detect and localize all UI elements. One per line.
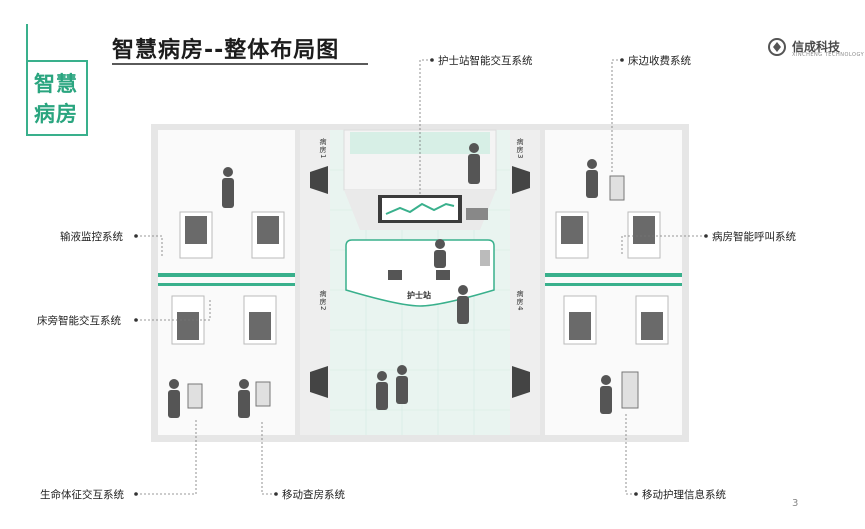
- label-ward-call: 病房智能呼叫系统: [712, 231, 796, 243]
- leader-lines: [136, 59, 706, 495]
- label-mobile-rounds: 移动查房系统: [282, 489, 345, 501]
- station-counter: [345, 239, 495, 307]
- company-logo-name: 信成科技: [792, 40, 841, 54]
- label-vital-signs: 生命体征交互系统: [40, 489, 124, 501]
- room-tag-1: 病房1: [319, 138, 327, 160]
- tag-connector: [26, 24, 28, 60]
- title-underline: [112, 63, 368, 65]
- keyboard: [466, 208, 488, 220]
- people: [168, 143, 612, 418]
- room-tag-2: 病房2: [319, 290, 327, 312]
- label-infusion-monitoring: 输液监控系统: [60, 231, 123, 243]
- company-logo-sub: XINCHENG TECHNOLOGY: [792, 52, 865, 58]
- label-bedside-billing: 床边收费系统: [628, 55, 691, 67]
- page-number: 3: [792, 498, 799, 509]
- label-bedside-interaction: 床旁智能交互系统: [37, 315, 121, 327]
- left-rail: [158, 273, 295, 277]
- right-rail: [545, 273, 682, 277]
- carts: [187, 175, 639, 409]
- station-window: [350, 132, 490, 154]
- room-tag-3: 病房3: [516, 138, 524, 160]
- label-nurse-station-system: 护士站智能交互系统: [438, 55, 533, 67]
- section-tag-line1: 智慧: [34, 72, 78, 96]
- label-mobile-nursing: 移动护理信息系统: [642, 489, 726, 501]
- doors: [310, 166, 530, 398]
- section-tag: 智慧 病房: [26, 60, 88, 136]
- section-tag-line2: 病房: [34, 102, 78, 126]
- leader-dots: [134, 58, 708, 496]
- station-label: 护士站: [407, 291, 431, 300]
- company-logo-icon: [768, 38, 786, 56]
- room-tag-4: 病房4: [516, 290, 524, 312]
- page-title: 智慧病房--整体布局图: [112, 38, 340, 63]
